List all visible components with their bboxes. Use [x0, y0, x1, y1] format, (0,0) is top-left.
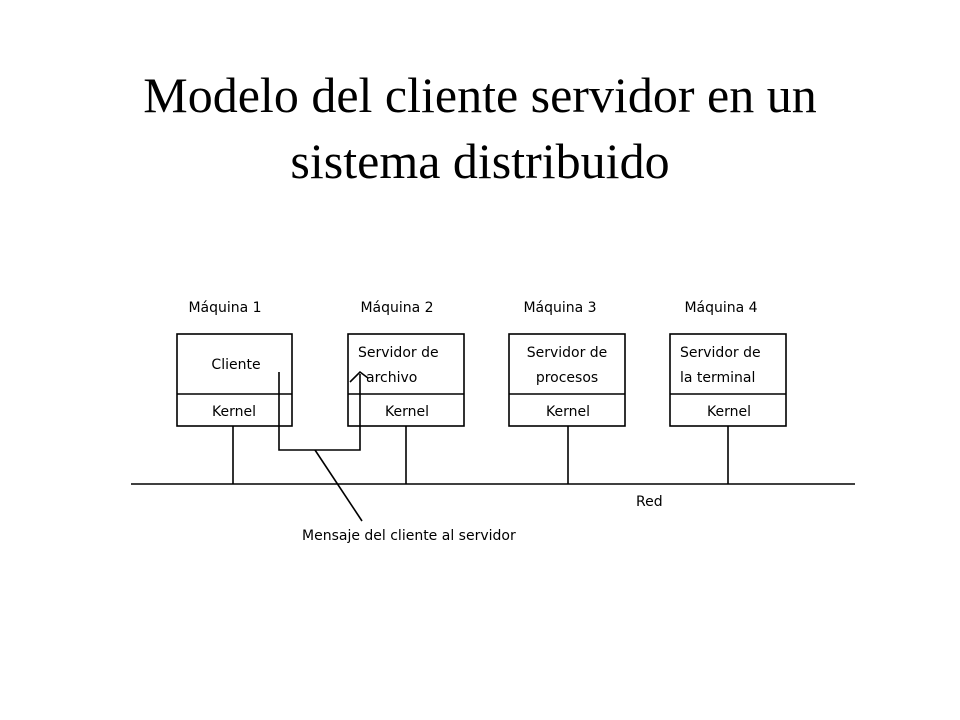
machine-1-label: Máquina 1: [188, 300, 261, 316]
slide-title-line-2: sistema distribuido: [290, 133, 670, 189]
machine-2-kernel-label: Kernel: [385, 404, 429, 420]
machine-4-label: Máquina 4: [684, 300, 757, 316]
machine-1-kernel-label: Kernel: [212, 404, 256, 420]
network-label: Red: [636, 494, 663, 510]
message-arrow-head: [349, 370, 369, 383]
message-callout-line: [314, 449, 363, 522]
message-label: Mensaje del cliente al servidor: [302, 528, 516, 544]
machine-3-box-line-2: procesos: [536, 370, 598, 386]
machine-4-box-line-2: la terminal: [680, 370, 755, 386]
machine-1-box: [176, 333, 293, 427]
slide-title: Modelo del cliente servidor en un sistem…: [0, 62, 960, 194]
machine-2: Máquina 2 Servidor de archivo Kernel: [347, 300, 465, 484]
machine-2-box-line-2: archivo: [366, 370, 417, 386]
machine-4: Máquina 4 Servidor de la terminal Kernel: [669, 300, 787, 484]
machine-2-label: Máquina 2: [360, 300, 433, 316]
machine-3-kernel-label: Kernel: [546, 404, 590, 420]
machine-3: Máquina 3 Servidor de procesos Kernel: [508, 300, 626, 484]
machine-1-box-line-1: Cliente: [211, 357, 260, 373]
machine-3-box: [508, 333, 626, 427]
machine-2-box-line-1: Servidor de: [358, 345, 439, 361]
message-path: [278, 372, 361, 451]
slide-title-line-1: Modelo del cliente servidor en un: [143, 67, 817, 123]
machine-4-box-line-1: Servidor de: [680, 345, 761, 361]
machine-1: Máquina 1 Cliente Kernel: [176, 300, 293, 484]
machine-4-kernel-label: Kernel: [707, 404, 751, 420]
machine-3-label: Máquina 3: [523, 300, 596, 316]
machine-3-box-line-1: Servidor de: [527, 345, 608, 361]
